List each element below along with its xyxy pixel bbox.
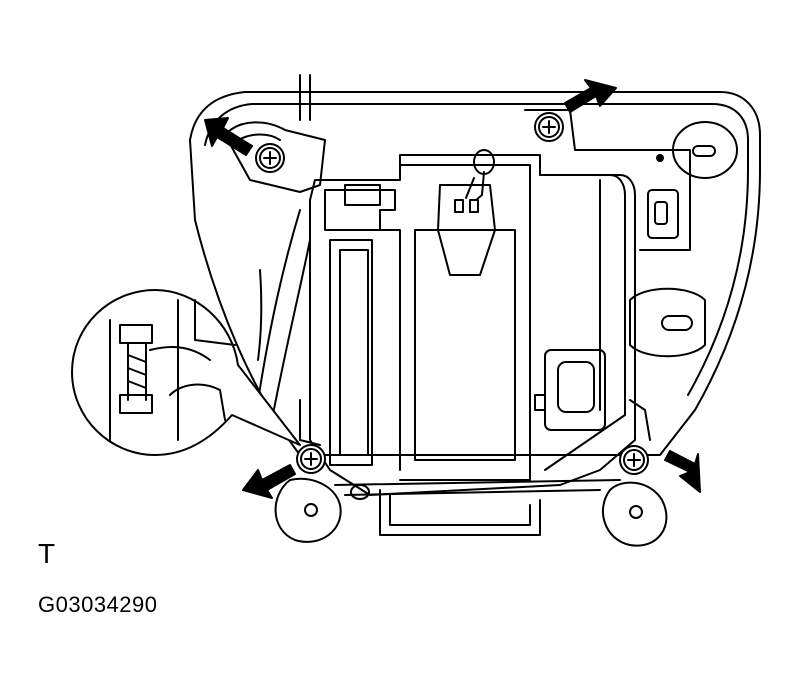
screw-lower-right (619, 445, 649, 475)
bottom-plate (334, 479, 621, 536)
arrow-lower-left (242, 464, 296, 499)
arrow-lower-right (664, 450, 701, 493)
harness-wires (254, 209, 311, 431)
upper-right-mount (524, 109, 738, 251)
screw-upper-right (534, 112, 564, 142)
screw-lower-left (296, 444, 326, 474)
figure-code: G03034290 (38, 592, 158, 617)
outer-housing (189, 74, 761, 456)
arrow-upper-right (564, 79, 617, 113)
lower-left-foot (274, 399, 342, 543)
orientation-label: T (38, 538, 56, 569)
center-pin (350, 484, 370, 500)
right-connector (534, 349, 606, 431)
sensor-wire (465, 149, 495, 201)
detail-callout (71, 289, 301, 456)
lower-right-foot (601, 399, 668, 547)
right-side-plate (629, 287, 706, 358)
central-body (309, 154, 636, 496)
screw-upper-left (255, 143, 285, 173)
arrow-upper-left (204, 117, 253, 156)
